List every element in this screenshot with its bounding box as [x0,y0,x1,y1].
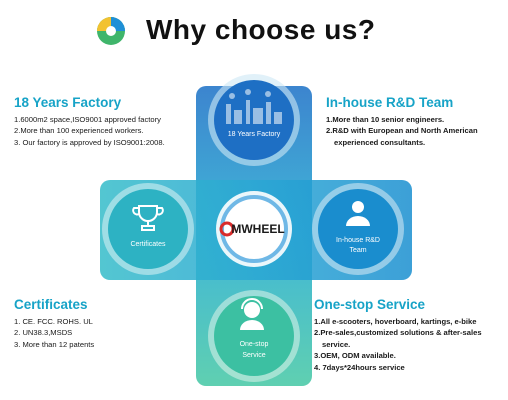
page-title: Why choose us? [146,14,376,45]
list-item: 3. More than 12 patents [14,339,95,349]
node-label-service-line2: Service [242,352,265,359]
factory-icon [226,89,282,124]
list-item: 1. CE. FCC. ROHS. UL [14,317,93,326]
list-item: 1.More than 10 senior engineers. [326,115,445,124]
list-item: 2.More than 100 experienced workers. [14,126,144,136]
list-item: 2.Pre-sales,customized solutions & after… [314,328,482,338]
list-item: 1.All e-scooters, hoverboard, kartings, … [314,317,477,326]
header: Why choose us? [0,8,508,48]
trophy-icon [132,205,164,231]
section-list-service: 1.All e-scooters, hoverboard, kartings, … [314,316,482,373]
section-list-certificates: 1. CE. FCC. ROHS. UL 2. UN38.3,MSDS 3. M… [14,316,94,350]
list-item: 2. UN38.3,MSDS [14,328,73,338]
section-title-rnd: In-house R&D Team [326,95,454,110]
mwheel-emblem-icon [219,221,235,237]
list-item: 4. 7days*24hours service [314,362,405,372]
section-list-factory: 1.6000m2 space,ISO9001 approved factory … [14,114,165,148]
list-item: 2.R&D with European and North American [326,126,478,136]
section-title-certificates: Certificates [14,297,88,312]
list-item: experienced consultants. [334,137,426,147]
engineer-icon [346,201,370,226]
center-emblem: MWHEEL [216,191,292,267]
node-label-rnd-line1: In-house R&D [336,237,380,244]
node-certificates: Certificates [102,183,194,275]
section-title-service: One-stop Service [314,297,426,312]
section-title-factory: 18 Years Factory [14,95,122,110]
list-item: 1.6000m2 space,ISO9001 approved factory [14,115,161,124]
node-one-stop-service: One-stop Service [208,290,300,382]
list-item: service. [322,339,351,349]
node-18-years-factory: 18 Years Factory [208,74,300,166]
list-item: 3.OEM, ODM available. [314,351,396,361]
node-label-factory: 18 Years Factory [228,131,281,138]
node-label-certificates: Certificates [130,241,166,248]
node-rnd-team: In-house R&D Team [312,183,404,275]
support-agent-icon [240,298,264,330]
center-brand: MWHEEL [231,222,284,236]
leaf-circle-logo-icon [97,17,125,45]
list-item: 3. Our factory is approved by ISO9001:20… [14,137,165,147]
node-label-service-line1: One-stop [240,341,269,348]
section-list-rnd: 1.More than 10 senior engineers. 2.R&D w… [326,114,478,148]
node-label-rnd-line2: Team [349,247,366,254]
